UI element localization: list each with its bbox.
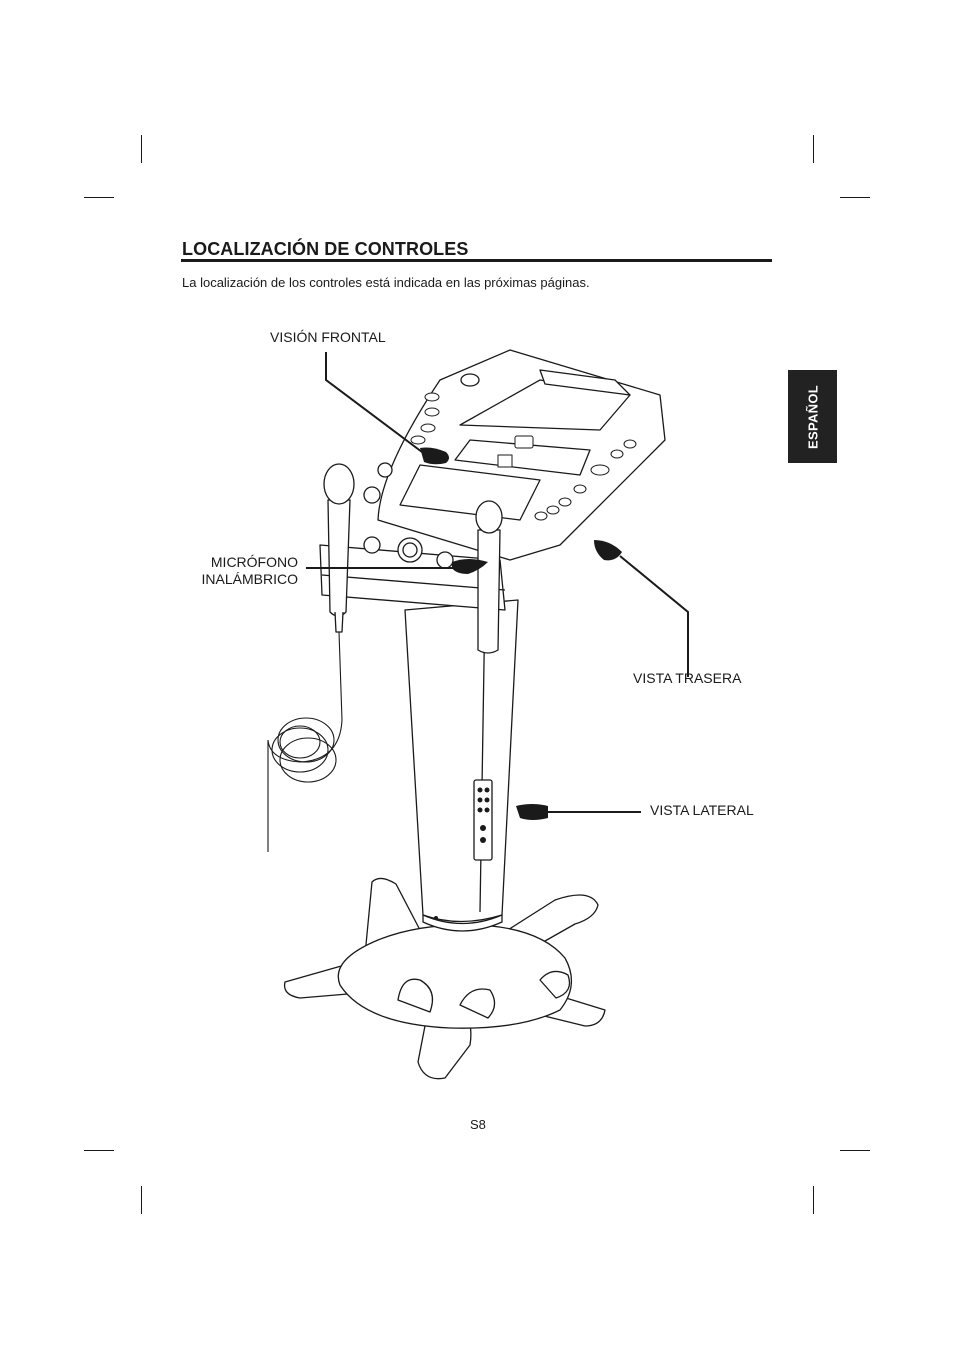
callout-side-view: VISTA LATERAL [650, 802, 754, 818]
crop-mark [141, 1186, 142, 1214]
crop-mark [84, 1150, 114, 1151]
callout-microphone-line2: INALÁMBRICO [201, 571, 298, 587]
page-title: LOCALIZACIÓN DE CONTROLES [182, 239, 469, 259]
callout-rear-view: VISTA TRASERA [633, 670, 742, 686]
crop-mark [84, 197, 114, 198]
callout-front-view: VISIÓN FRONTAL [270, 329, 386, 345]
crop-mark [813, 135, 814, 163]
crop-mark [141, 135, 142, 163]
crop-mark [840, 1150, 870, 1151]
crop-mark [840, 197, 870, 198]
language-tab: ESPAÑOL [788, 370, 837, 463]
page-number: S8 [470, 1117, 486, 1132]
crop-mark [813, 1186, 814, 1214]
pointing-hand-icon [420, 447, 622, 820]
callout-microphone-line1: MICRÓFONO [210, 554, 298, 570]
intro-text: La localización de los controles está in… [182, 275, 590, 290]
callout-microphone: MICRÓFONO INALÁMBRICO [198, 554, 298, 588]
title-rule [181, 259, 772, 262]
